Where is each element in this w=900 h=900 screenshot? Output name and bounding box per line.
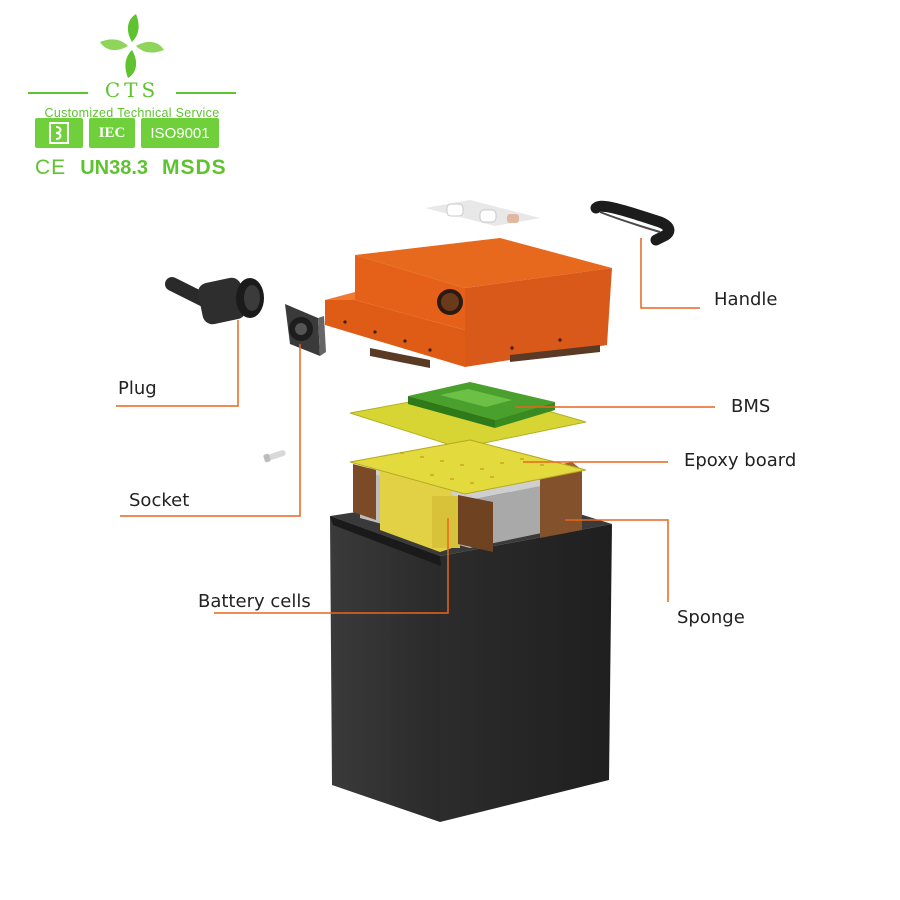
label-plug: Plug bbox=[118, 378, 157, 399]
label-epoxy-board: Epoxy board bbox=[684, 450, 797, 471]
brand-tagline: Customized Technical Service bbox=[44, 106, 220, 120]
leader-sponge bbox=[565, 519, 669, 602]
leader-handle bbox=[640, 238, 700, 309]
cert-iec-badge: IEC bbox=[89, 118, 135, 148]
label-bms: BMS bbox=[731, 396, 771, 417]
brand-rule-left bbox=[28, 92, 88, 94]
leader-battery-cells bbox=[214, 518, 449, 614]
cert-emblem-badge bbox=[35, 118, 83, 148]
label-socket: Socket bbox=[129, 490, 190, 511]
leader-plug bbox=[116, 320, 239, 407]
handle-icon bbox=[590, 200, 675, 246]
orange-lid bbox=[325, 238, 612, 368]
cert-emblem-icon bbox=[49, 122, 69, 144]
bms-board bbox=[408, 382, 555, 428]
label-handle: Handle bbox=[714, 289, 778, 310]
cert-msds: MSDS bbox=[162, 156, 227, 179]
plug-icon bbox=[165, 277, 264, 325]
certification-text-row: CE UN38.3 MSDS bbox=[35, 156, 227, 180]
pinwheel-logo-icon bbox=[100, 14, 164, 78]
brand-rule-right bbox=[176, 92, 236, 94]
brand-name: CTS bbox=[104, 78, 160, 102]
screw-icon bbox=[263, 450, 286, 463]
cert-ce: CE bbox=[35, 156, 67, 179]
label-battery-cells: Battery cells bbox=[198, 591, 311, 612]
certification-badges: IEC ISO9001 bbox=[35, 118, 219, 148]
cert-un: UN38.3 bbox=[80, 157, 148, 179]
cert-iso-badge: ISO9001 bbox=[141, 118, 219, 148]
socket-icon bbox=[285, 304, 326, 356]
leader-socket bbox=[120, 344, 301, 517]
leader-lines bbox=[116, 238, 715, 614]
terminal-strip bbox=[425, 200, 540, 226]
label-sponge: Sponge bbox=[677, 607, 745, 628]
